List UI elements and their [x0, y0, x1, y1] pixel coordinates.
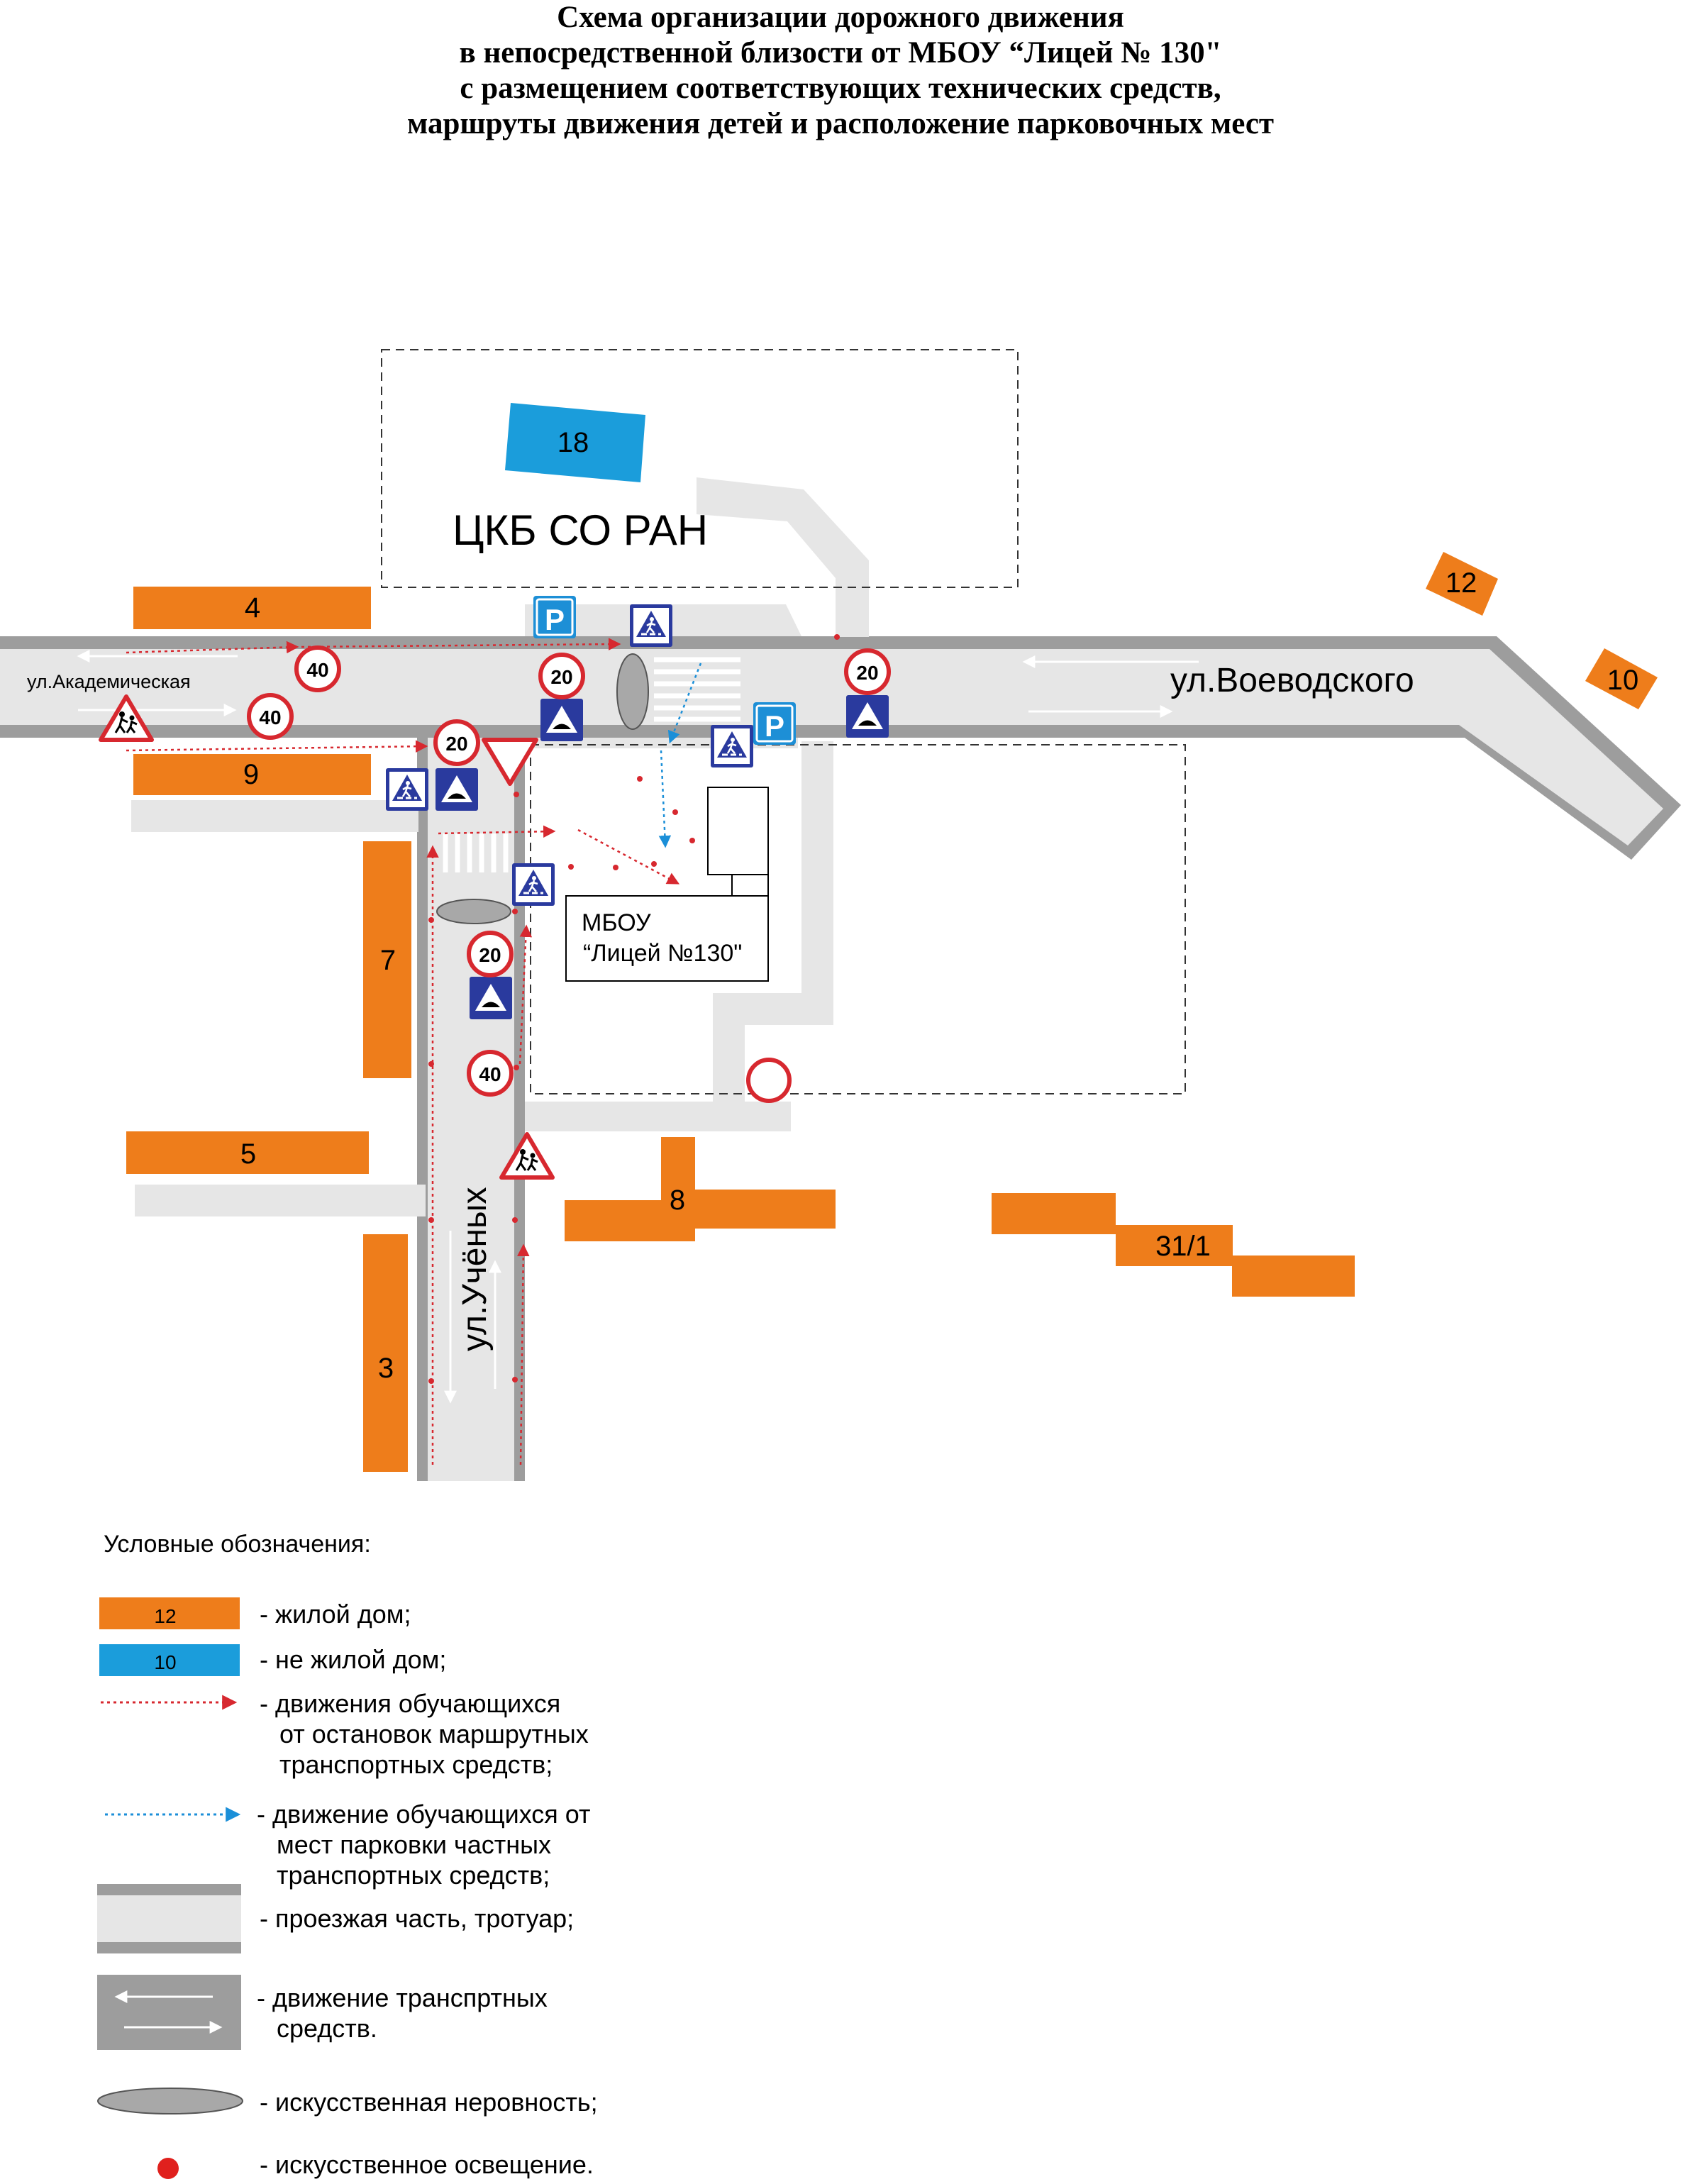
student-routes-parking: [658, 663, 702, 848]
svg-text:20: 20: [445, 733, 467, 755]
legend-road-symbol: [97, 1884, 241, 1953]
street-label-voevodskogo: ул.Воеводского: [1170, 662, 1414, 699]
title-line-1: Схема организации дорожного движения: [557, 1, 1124, 34]
no-vehicles-sign: [746, 1058, 792, 1103]
school-label-line-1: МБОУ: [582, 909, 651, 936]
building-12: 12: [1426, 552, 1498, 616]
building-7-label: 7: [380, 945, 396, 976]
lighting-points: [428, 634, 840, 1384]
svg-text:40: 40: [306, 659, 328, 681]
building-5: 5: [126, 1131, 369, 1174]
sidewalks: [131, 477, 869, 1216]
svg-text:20: 20: [856, 662, 878, 684]
speed-limit-sign-20-b: 20: [844, 648, 891, 695]
parking-sign-north: P: [533, 596, 576, 638]
svg-text:20: 20: [479, 944, 501, 966]
speed-limit-sign-40-c: 40: [467, 1050, 514, 1097]
street-label-uchenykh: ул.Учёных: [456, 1187, 494, 1352]
crosswalk-west: [443, 833, 509, 872]
building-7: 7: [363, 841, 411, 1078]
school-label-line-2: “Лицей №130": [583, 940, 742, 967]
speed-bump-sign-2: [846, 695, 889, 738]
pedestrian-crossing-sign-4: [511, 862, 556, 907]
svg-text:40: 40: [479, 1063, 501, 1085]
building-18: 18: [505, 403, 645, 482]
speed-limit-sign-40-b: 40: [247, 693, 294, 740]
title-line-2: в непосредственной близости от МБОУ “Лиц…: [459, 36, 1222, 70]
traffic-direction-arrows: [77, 650, 1199, 1404]
svg-text:20: 20: [550, 666, 572, 688]
legend-traffic-symbol: [97, 1975, 241, 2050]
building-9-label: 9: [243, 759, 259, 790]
hospital-territory: [381, 349, 1019, 588]
speed-bump-north: [616, 653, 649, 730]
street-label-akademicheskaya: ул.Академическая: [27, 671, 191, 692]
building-12-label: 12: [1446, 567, 1477, 599]
building-31-1: 31/1: [992, 1193, 1355, 1297]
svg-text:12: 12: [154, 1605, 176, 1627]
speed-bump-sign-4: [470, 977, 512, 1019]
legend-residential-symbol: 12: [99, 1597, 240, 1629]
map-title: Схема организации дорожного движения в н…: [0, 0, 1681, 142]
building-3: 3: [363, 1234, 408, 1472]
svg-text:40: 40: [259, 706, 281, 728]
legend-title: Условные обозначения:: [104, 1531, 371, 1558]
give-way-sign: [482, 738, 538, 786]
school-building: [565, 787, 769, 982]
pedestrian-crossing-sign-2: [709, 724, 755, 769]
building-18-label: 18: [557, 427, 589, 458]
building-8-label: 8: [670, 1185, 685, 1216]
legend-speed-bump-symbol: [97, 2088, 243, 2114]
pedestrian-crossing-sign-1: [628, 603, 674, 648]
speed-bump-sign-3: [435, 768, 478, 811]
speed-bump-sign-1: [540, 699, 583, 741]
building-31-1-label: 31/1: [1155, 1231, 1211, 1262]
building-5-label: 5: [240, 1138, 256, 1170]
speed-limit-sign-20-c: 20: [433, 719, 480, 766]
legend-lighting-symbol: [157, 2158, 179, 2179]
speed-limit-sign-40-a: 40: [294, 645, 341, 692]
svg-text:P: P: [765, 709, 784, 743]
speed-bump-west: [436, 899, 511, 924]
svg-text:10: 10: [154, 1651, 176, 1673]
building-8: 8: [565, 1137, 836, 1241]
parking-sign-school: P: [753, 702, 796, 745]
building-9: 9: [133, 754, 371, 795]
building-10-label: 10: [1607, 665, 1639, 696]
speed-limit-sign-20-d: 20: [467, 931, 514, 977]
hospital-label: ЦКБ СО РАН: [453, 506, 708, 554]
student-routes-transit: [126, 638, 680, 1465]
svg-text:P: P: [545, 603, 565, 636]
crosswalk-north: [654, 651, 740, 722]
legend-non-residential-symbol: 10: [99, 1644, 240, 1676]
speed-limit-sign-20-a: 20: [538, 653, 585, 699]
title-line-4: маршруты движения детей и расположение п…: [406, 107, 1275, 140]
pedestrian-crossing-sign-3: [384, 767, 430, 812]
building-4: 4: [133, 587, 371, 629]
building-10: 10: [1585, 648, 1658, 709]
school-territory: [530, 744, 1186, 1094]
building-3-label: 3: [378, 1353, 394, 1384]
building-4-label: 4: [245, 592, 260, 623]
road-voevodskogo: [794, 636, 1681, 860]
title-line-3: с размещением соответствующих технически…: [460, 72, 1221, 105]
